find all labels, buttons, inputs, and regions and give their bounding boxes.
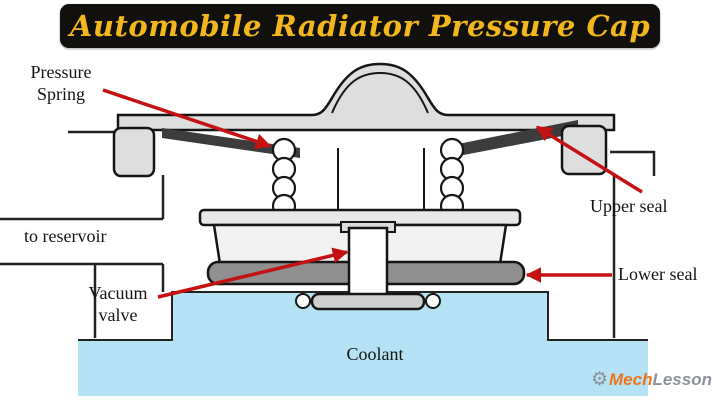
coolant-region (78, 292, 648, 396)
pressure-spring-arrow (102, 88, 272, 149)
cap-underside-left (162, 128, 300, 158)
cap-top-shell (116, 62, 616, 132)
filler-neck-walls (68, 130, 656, 338)
annotation-arrows (102, 88, 643, 299)
vacuum-valve-end-left (295, 293, 311, 309)
page-title: Automobile Radiator Pressure Cap (69, 9, 651, 43)
title-banner: Automobile Radiator Pressure Cap (60, 4, 660, 48)
brand-suffix: Lesson (652, 369, 712, 389)
label-upper-seal: Upper seal (590, 196, 668, 216)
label-pressure-spring: Pressure Spring (10, 62, 112, 106)
label-lower-seal: Lower seal (618, 264, 698, 284)
label-vacuum-valve: Vacuum valve (72, 283, 164, 327)
upper-seal-arrow (535, 125, 643, 194)
cap-tab-left (112, 126, 156, 178)
vacuum-valve-end-right (425, 293, 441, 309)
vacuum-valve-arrow (157, 247, 349, 299)
pressure-spring-part (271, 137, 465, 219)
brand-watermark: ⚙ Mech Lesson (591, 368, 712, 391)
label-vacuum-valve-line1: Vacuum (88, 283, 148, 303)
label-vacuum-valve-line2: valve (98, 304, 138, 325)
reservoir-pipe (0, 217, 163, 338)
brand-prefix: Mech (609, 369, 653, 389)
gear-icon: ⚙ (590, 369, 608, 390)
label-pressure-spring-line2: Spring (36, 83, 85, 104)
cap-dome-inner-line (331, 71, 429, 114)
vacuum-valve-plate (310, 292, 426, 311)
label-to-reservoir: to reservoir (24, 226, 107, 246)
label-pressure-spring-line1: Pressure (30, 62, 92, 82)
spring-guide-tube (337, 148, 425, 212)
label-coolant: Coolant (346, 344, 404, 364)
